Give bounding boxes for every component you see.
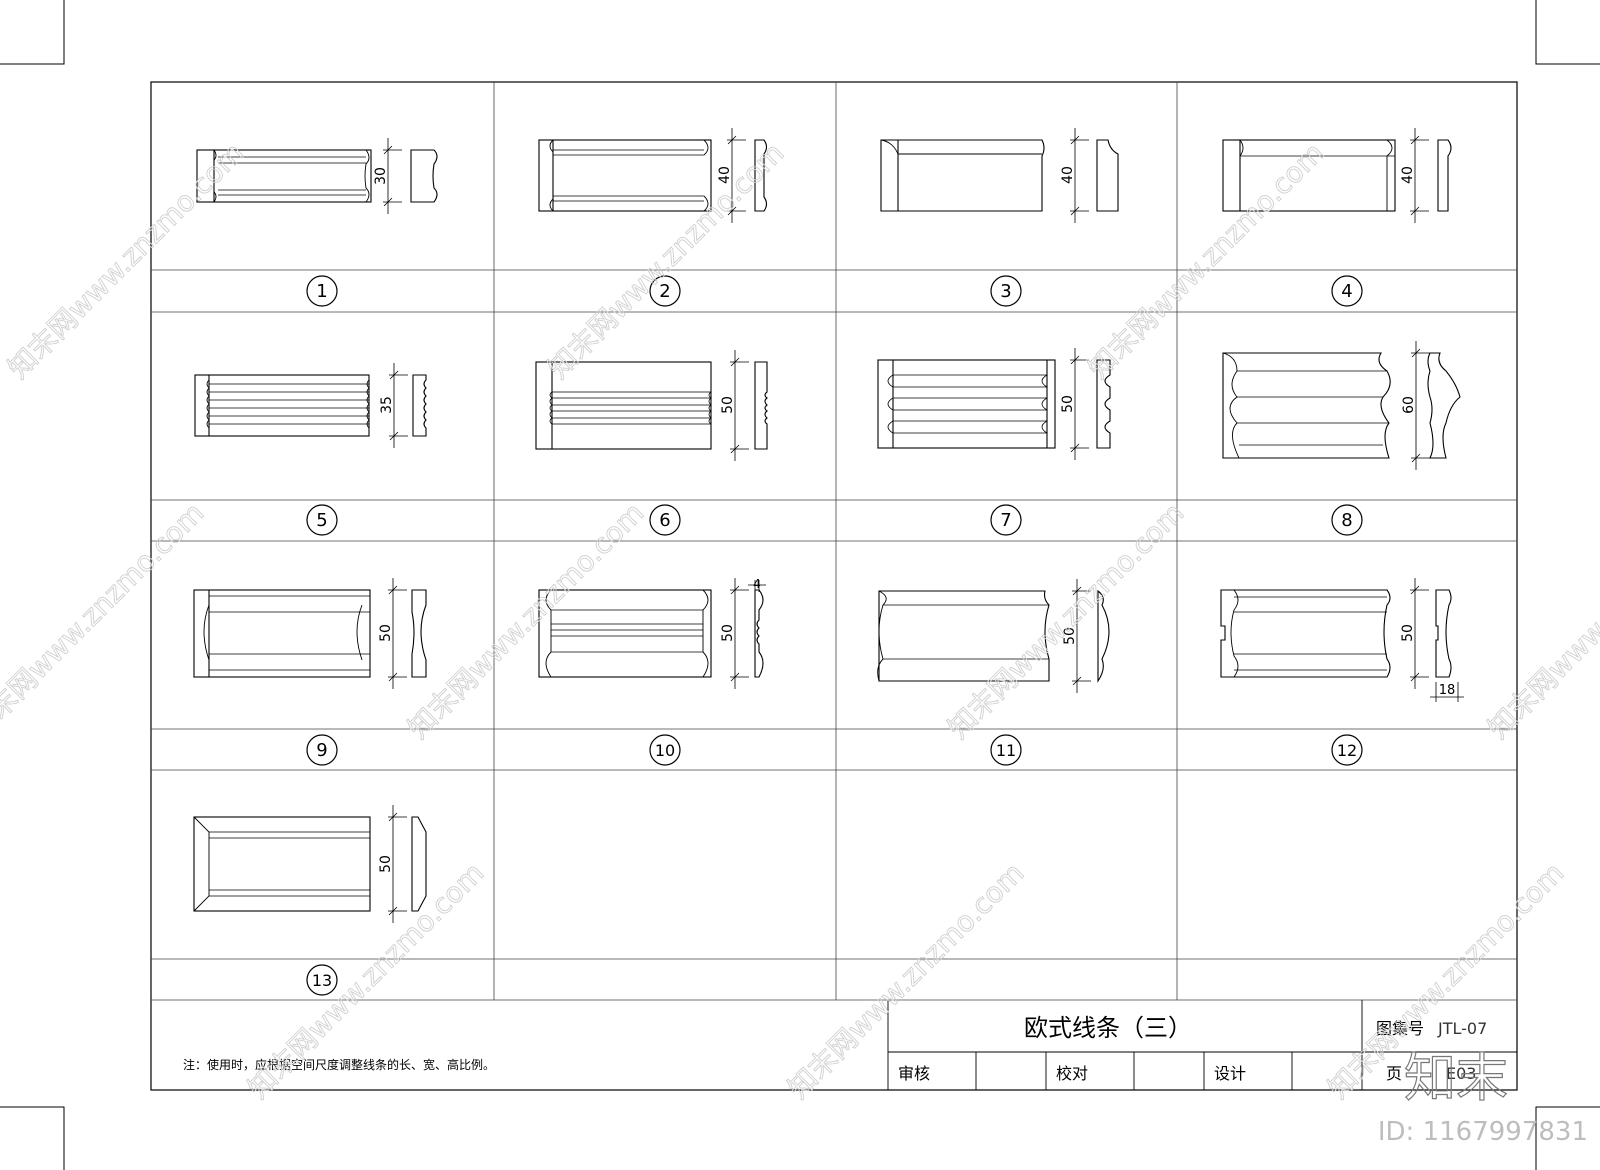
moulding-drawings	[193, 139, 1461, 912]
watermark-text-1: 知末网www.znzmo.com	[2, 136, 251, 385]
moulding-3-profile	[1096, 139, 1119, 212]
marker-circle-13	[306, 964, 338, 996]
watermark-text-6: 知末网www.znzmo.com	[942, 496, 1191, 745]
moulding-10-elevation	[538, 589, 712, 678]
moulding-number-13: 13	[312, 971, 332, 990]
dimension-12: 50	[1400, 624, 1416, 642]
moulding-7-profile	[1096, 359, 1111, 449]
marker-circle-9	[306, 734, 338, 766]
moulding-number-7: 7	[1000, 510, 1011, 531]
page-label: 页	[1386, 1064, 1402, 1083]
atlas-label: 图集号	[1376, 1019, 1424, 1038]
dimension-10: 50	[720, 624, 736, 642]
moulding-6-profile	[754, 361, 768, 450]
moulding-number-10: 10	[655, 741, 675, 760]
marker-circle-2	[649, 275, 681, 307]
marker-circle-3	[990, 275, 1022, 307]
moulding-4-profile	[1437, 139, 1452, 212]
diagonal-watermark: 知末网www.znzmo.com 知末网www.znzmo.com 知末网www…	[0, 136, 1600, 1106]
moulding-12-profile	[1435, 589, 1452, 678]
number-labels: 1 2 3 4 5 6 7 8 9 10 11 12 13	[312, 281, 1357, 990]
moulding-10-profile	[754, 589, 764, 678]
usage-note: 注：使用时，应根据空间尺度调整线条的长、宽、高比例。	[183, 1057, 495, 1072]
marker-circle-8	[1331, 504, 1363, 536]
outer-frame	[150, 81, 1518, 1091]
dimension-lines	[383, 128, 1464, 923]
marker-circle-7	[990, 504, 1022, 536]
moulding-number-12: 12	[1337, 741, 1357, 760]
watermark-text-7: 知末网www.znzmo.com	[1482, 496, 1600, 745]
page-code: E03	[1446, 1064, 1476, 1083]
moulding-number-11: 11	[996, 741, 1016, 760]
moulding-9-elevation	[193, 589, 371, 678]
moulding-8-elevation	[1222, 352, 1391, 459]
moulding-13-profile	[411, 816, 427, 912]
marker-circle-5	[306, 504, 338, 536]
dimension-13: 50	[378, 855, 394, 873]
moulding-number-2: 2	[659, 281, 670, 302]
marker-circle-6	[649, 504, 681, 536]
watermark-text-3: 知末网www.znzmo.com	[1082, 136, 1331, 385]
proof-label: 校对	[1056, 1064, 1088, 1083]
atlas-code: JTL-07	[1437, 1019, 1487, 1038]
moulding-7-elevation	[877, 359, 1056, 449]
dimension-2: 40	[717, 166, 733, 184]
moulding-8-profile	[1427, 352, 1461, 459]
dimension-9: 50	[378, 624, 394, 642]
moulding-2-elevation	[538, 139, 712, 212]
dimension-5: 35	[379, 396, 395, 414]
design-label: 设计	[1214, 1064, 1246, 1083]
dimension-4: 40	[1400, 166, 1416, 184]
moulding-4-elevation	[1222, 139, 1396, 212]
marker-circle-10	[649, 734, 681, 766]
review-label: 审核	[898, 1064, 930, 1083]
moulding-1-elevation	[196, 149, 372, 203]
watermark-brand: 知末	[1404, 1049, 1508, 1109]
moulding-number-4: 4	[1341, 281, 1352, 302]
marker-circle-4	[1331, 275, 1363, 307]
moulding-9-profile	[411, 589, 427, 678]
marker-circle-1	[306, 275, 338, 307]
dimension-1: 30	[373, 167, 389, 185]
moulding-number-3: 3	[1000, 281, 1011, 302]
watermark-text-4: 知末网www.znzmo.com	[0, 496, 210, 745]
moulding-1-profile	[410, 149, 438, 203]
dimension-11: 50	[1062, 627, 1078, 645]
moulding-11-elevation	[877, 590, 1050, 682]
dimension-3: 40	[1060, 166, 1076, 184]
moulding-5-elevation	[194, 374, 370, 437]
moulding-number-5: 5	[316, 510, 327, 531]
dimension-7: 50	[1060, 395, 1076, 413]
marker-circle-12	[1331, 734, 1363, 766]
marker-circle-11	[990, 734, 1022, 766]
grid-lines	[151, 82, 1517, 1001]
moulding-number-1: 1	[316, 281, 327, 302]
dimension-6: 50	[720, 396, 736, 414]
moulding-number-9: 9	[316, 740, 327, 761]
drawing-title: 欧式线条（三）	[1024, 1014, 1192, 1042]
moulding-number-8: 8	[1341, 510, 1352, 531]
number-markers	[306, 275, 1363, 996]
dimension-10-thickness: 4	[753, 577, 761, 591]
moulding-11-profile	[1097, 589, 1110, 683]
title-block	[887, 1000, 1517, 1090]
moulding-5-profile	[412, 374, 427, 437]
watermark-text-2: 知末网www.znzmo.com	[542, 136, 791, 385]
dimension-texts: 30 40 40 40 35 50 50 60 50 50 4 50 50 18…	[373, 166, 1455, 873]
dimension-8: 60	[1401, 396, 1417, 414]
moulding-12-elevation	[1220, 589, 1391, 678]
moulding-number-6: 6	[659, 510, 670, 531]
moulding-3-elevation	[880, 139, 1045, 212]
watermark-id: ID: 1167997831	[1378, 1117, 1588, 1147]
moulding-13-elevation	[193, 816, 371, 912]
watermark-text-5: 知末网www.znzmo.com	[402, 496, 651, 745]
dimension-12-thickness: 18	[1439, 683, 1456, 698]
moulding-6-elevation	[535, 361, 712, 450]
moulding-2-profile	[754, 139, 768, 212]
